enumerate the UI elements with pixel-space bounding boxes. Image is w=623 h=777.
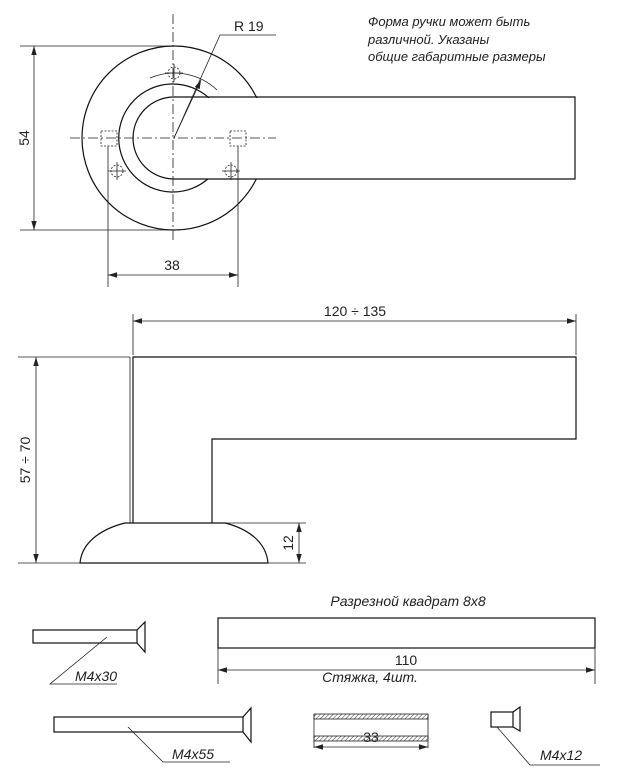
rosette-side-view: [79, 522, 269, 564]
side-view: 120 ÷ 135 57 ÷ 70 12: [17, 303, 577, 564]
coupling: Стяжка, 4шт. 33: [313, 669, 429, 750]
svg-text:Форма ручки может быть: Форма ручки может быть: [368, 14, 530, 29]
svg-text:Разрезной квадрат 8x8: Разрезной квадрат 8x8: [330, 593, 485, 609]
screw-m4x12: M4x12: [490, 705, 600, 766]
screw-m4x30: M4x30: [32, 620, 146, 685]
lever-side-view: [132, 356, 577, 523]
radius-label: R 19: [234, 18, 264, 34]
dim-length: 120 ÷ 135: [324, 303, 386, 319]
lever-top-view: [132, 96, 576, 180]
dim-54: 54: [16, 130, 32, 146]
screw-m4x55: M4x55: [53, 706, 252, 763]
svg-text:различной. Указаны: различной. Указаны: [367, 32, 490, 47]
dim-110: 110: [395, 652, 418, 668]
dashed-arc: [149, 72, 218, 91]
svg-text:M4x30: M4x30: [75, 668, 117, 684]
svg-text:M4x55: M4x55: [172, 746, 214, 762]
dim-height: 57 ÷ 70: [17, 436, 33, 483]
svg-text:M4x12: M4x12: [540, 747, 582, 763]
svg-text:Стяжка, 4шт.: Стяжка, 4шт.: [322, 669, 418, 685]
dim-33: 33: [363, 729, 379, 745]
dim-rosette-height: 12: [280, 535, 296, 551]
square-bar: Разрезной квадрат 8x8 110: [217, 593, 596, 684]
top-view: 54 38 R 19: [16, 14, 576, 287]
note-text: Форма ручки может быть различной. Указан…: [367, 14, 546, 64]
rosette-inner-arc: [118, 83, 210, 193]
svg-text:общие габаритные размеры: общие габаритные размеры: [368, 49, 546, 64]
dim-38: 38: [164, 257, 180, 273]
